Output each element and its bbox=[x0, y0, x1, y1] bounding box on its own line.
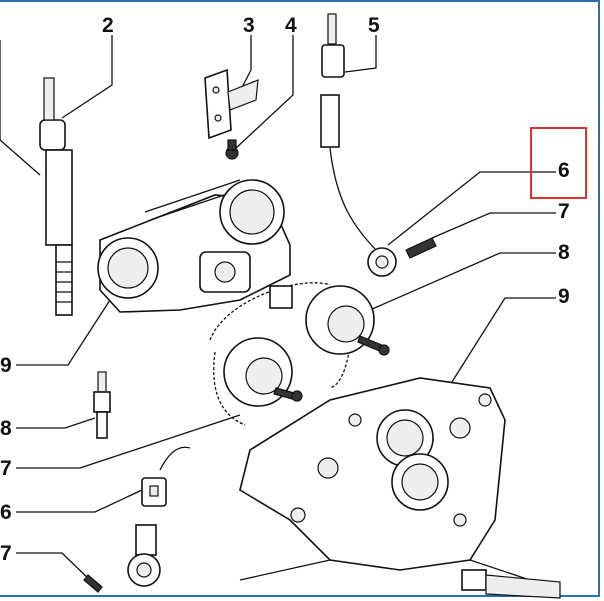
cam-sensor-part bbox=[320, 13, 437, 277]
knock-sensor-part bbox=[127, 524, 161, 587]
bracket-part bbox=[204, 68, 259, 140]
sensor-with-cable-part bbox=[141, 446, 191, 507]
callout-9-left: 9 bbox=[0, 354, 12, 377]
callout-8-right: 8 bbox=[558, 241, 570, 264]
highlight-box-callout-6 bbox=[530, 127, 587, 199]
callout-7-right: 7 bbox=[558, 200, 570, 223]
timing-cover-part bbox=[239, 377, 561, 591]
callout-5-top: 5 bbox=[368, 14, 380, 37]
callout-3-top: 3 bbox=[243, 14, 255, 37]
callout-7-left-b: 7 bbox=[0, 542, 12, 565]
spark-plug-part bbox=[93, 371, 111, 439]
bolt-part-4 bbox=[225, 139, 239, 160]
ignition-coil-part bbox=[39, 77, 73, 316]
callout-9-right: 9 bbox=[558, 285, 570, 308]
cam-adjuster-upper bbox=[305, 285, 390, 356]
camshaft-housing-part bbox=[97, 179, 291, 313]
callout-2-top: 2 bbox=[102, 14, 114, 37]
callout-4-top: 4 bbox=[285, 14, 297, 37]
timing-chain-part bbox=[209, 282, 353, 426]
callout-labels: 2 3 4 5 6 7 8 9 9 8 7 6 7 bbox=[0, 14, 570, 565]
callout-8-left: 8 bbox=[0, 417, 12, 440]
bolt-part-7-lower bbox=[83, 574, 103, 593]
cam-adjuster-lower bbox=[223, 337, 303, 407]
callout-6-left: 6 bbox=[0, 501, 12, 524]
callout-6-right: 6 bbox=[558, 159, 570, 182]
callout-7-left-a: 7 bbox=[0, 457, 12, 480]
connector-part-bottom-right bbox=[461, 569, 561, 599]
